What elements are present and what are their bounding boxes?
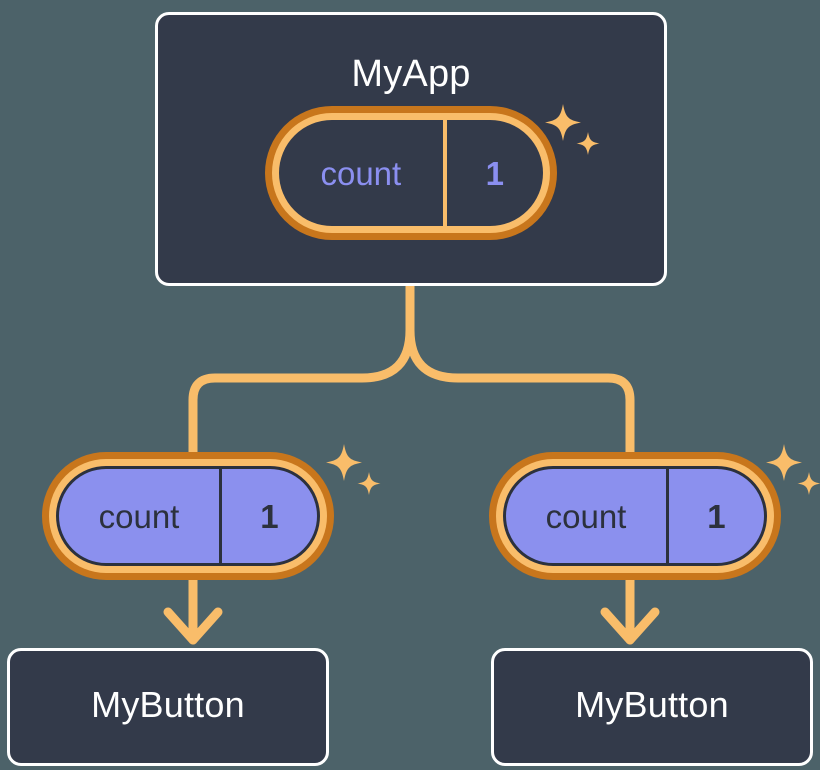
component-title-mybutton-left: MyButton xyxy=(91,684,245,725)
state-pill-key: count xyxy=(320,154,402,192)
arrow-left-head xyxy=(163,607,223,645)
connector-branch-left xyxy=(188,281,415,457)
pill-band: count 1 xyxy=(49,459,327,573)
pill-inner: count 1 xyxy=(56,466,320,566)
state-pill-myapp[interactable]: count 1 xyxy=(265,106,557,240)
component-box-mybutton-left[interactable]: MyButton xyxy=(7,648,329,766)
prop-pill-right[interactable]: count 1 xyxy=(489,452,781,580)
state-pill-value: 1 xyxy=(442,120,543,226)
component-title-myapp: MyApp xyxy=(351,53,471,95)
component-box-mybutton-right[interactable]: MyButton xyxy=(491,648,813,766)
arrow-right-head xyxy=(600,607,660,645)
pill-band: count 1 xyxy=(496,459,774,573)
prop-pill-key: count xyxy=(98,497,180,535)
pill-band: count 1 xyxy=(272,113,550,233)
prop-pill-key: count xyxy=(545,497,627,535)
connector-branch-right xyxy=(405,281,635,457)
pill-inner: count 1 xyxy=(503,466,767,566)
pill-inner: count 1 xyxy=(279,120,543,226)
prop-pill-left[interactable]: count 1 xyxy=(42,452,334,580)
component-title-mybutton-right: MyButton xyxy=(575,684,729,725)
prop-pill-value: 1 xyxy=(218,469,317,563)
prop-pill-value: 1 xyxy=(665,469,764,563)
